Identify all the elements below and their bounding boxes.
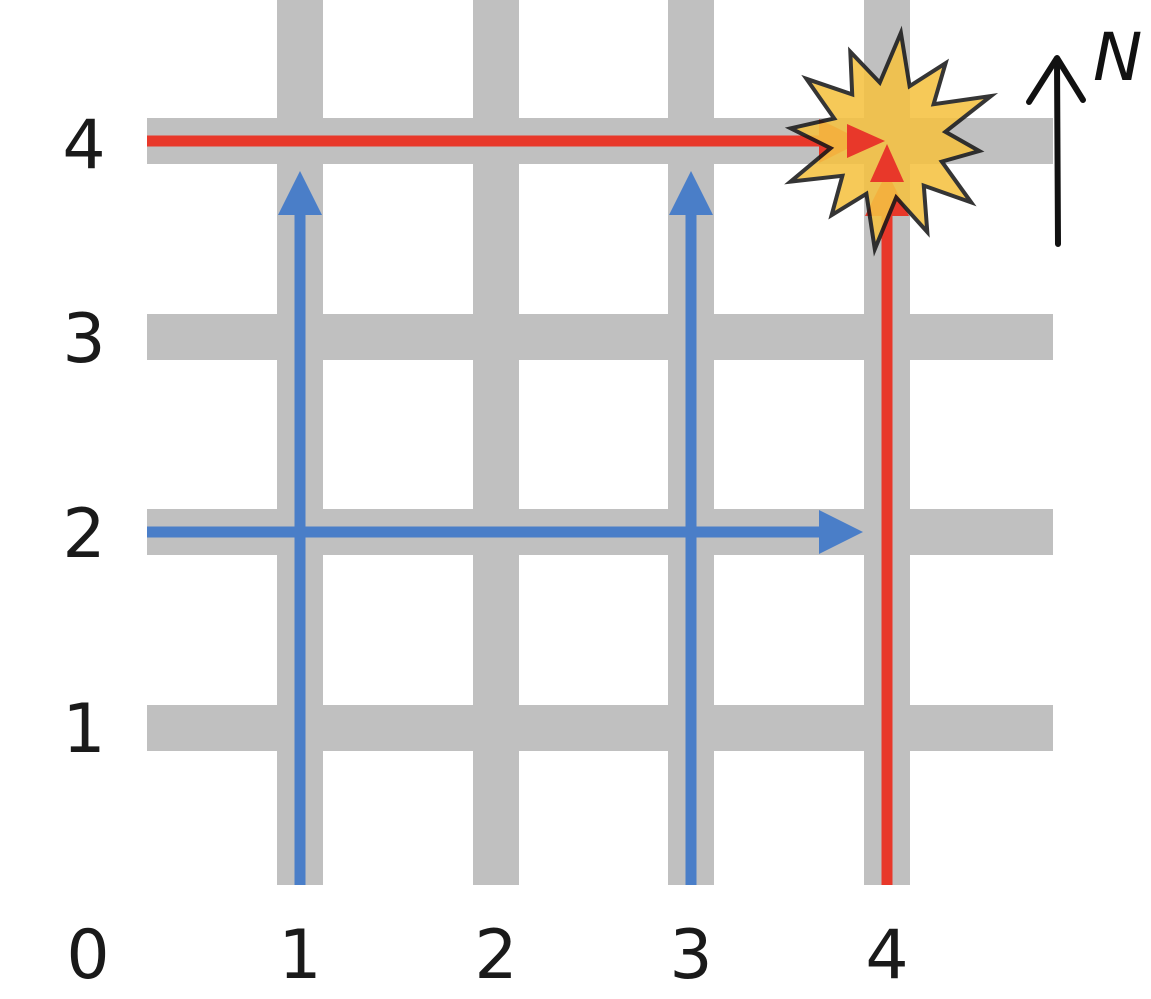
north-arrow-shaft bbox=[1054, 57, 1061, 247]
y-label-2: 2 bbox=[62, 495, 105, 574]
blue-routes bbox=[147, 171, 863, 885]
north-arrow-icon: N bbox=[1026, 19, 1142, 247]
collision-burst bbox=[784, 25, 999, 257]
road-v-2 bbox=[473, 0, 519, 885]
y-label-4: 4 bbox=[62, 106, 105, 185]
red-routes bbox=[147, 119, 909, 885]
x-label-3: 3 bbox=[669, 916, 712, 995]
x-label-2: 2 bbox=[474, 916, 517, 995]
y-label-1: 1 bbox=[62, 690, 105, 769]
north-label: N bbox=[1093, 19, 1142, 96]
north-arrow-head bbox=[1026, 55, 1086, 105]
y-axis-labels: 1 2 3 4 bbox=[62, 106, 105, 769]
x-label-1: 1 bbox=[278, 916, 321, 995]
red-arrowhead-north bbox=[870, 144, 904, 182]
explosion-icon bbox=[784, 25, 999, 257]
red-arrowheads-over-burst bbox=[847, 124, 904, 182]
x-label-4: 4 bbox=[865, 916, 908, 995]
red-arrowhead-east bbox=[847, 124, 885, 158]
x-label-0: 0 bbox=[66, 916, 109, 995]
y-label-3: 3 bbox=[62, 300, 105, 379]
x-axis-labels: 0 1 2 3 4 bbox=[66, 916, 908, 995]
